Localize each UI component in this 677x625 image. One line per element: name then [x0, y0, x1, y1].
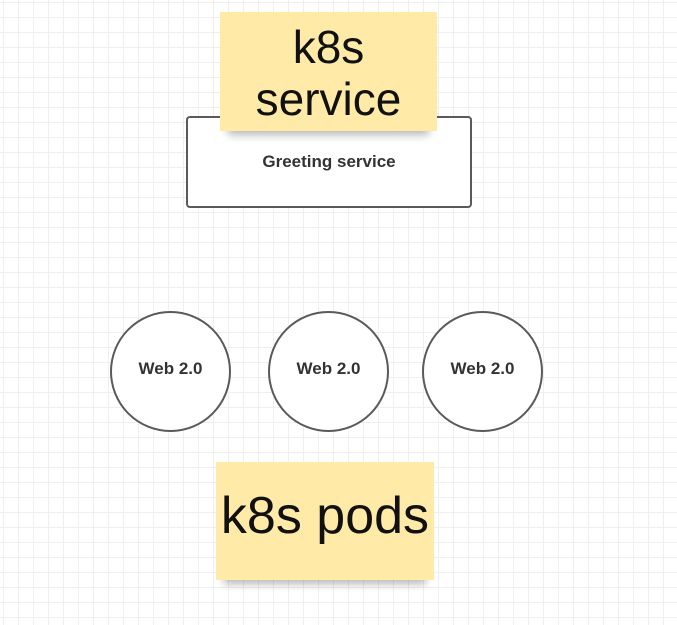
greeting-service-label: Greeting service — [262, 152, 396, 171]
k8s-service-note-text: k8s service — [255, 20, 402, 125]
web-pod-3[interactable]: Web 2.0 — [422, 311, 543, 432]
k8s-pods-sticky-note[interactable]: k8s pods — [216, 462, 434, 580]
web-pod-3-label: Web 2.0 — [450, 358, 515, 378]
k8s-service-sticky-note[interactable]: k8s service — [220, 12, 437, 131]
web-pod-1-label: Web 2.0 — [138, 358, 203, 378]
k8s-pods-note-text: k8s pods — [220, 487, 430, 545]
web-pod-2[interactable]: Web 2.0 — [268, 311, 389, 432]
greeting-service-box[interactable]: Greeting service — [186, 116, 472, 208]
web-pod-1[interactable]: Web 2.0 — [110, 311, 231, 432]
web-pod-2-label: Web 2.0 — [296, 358, 361, 378]
